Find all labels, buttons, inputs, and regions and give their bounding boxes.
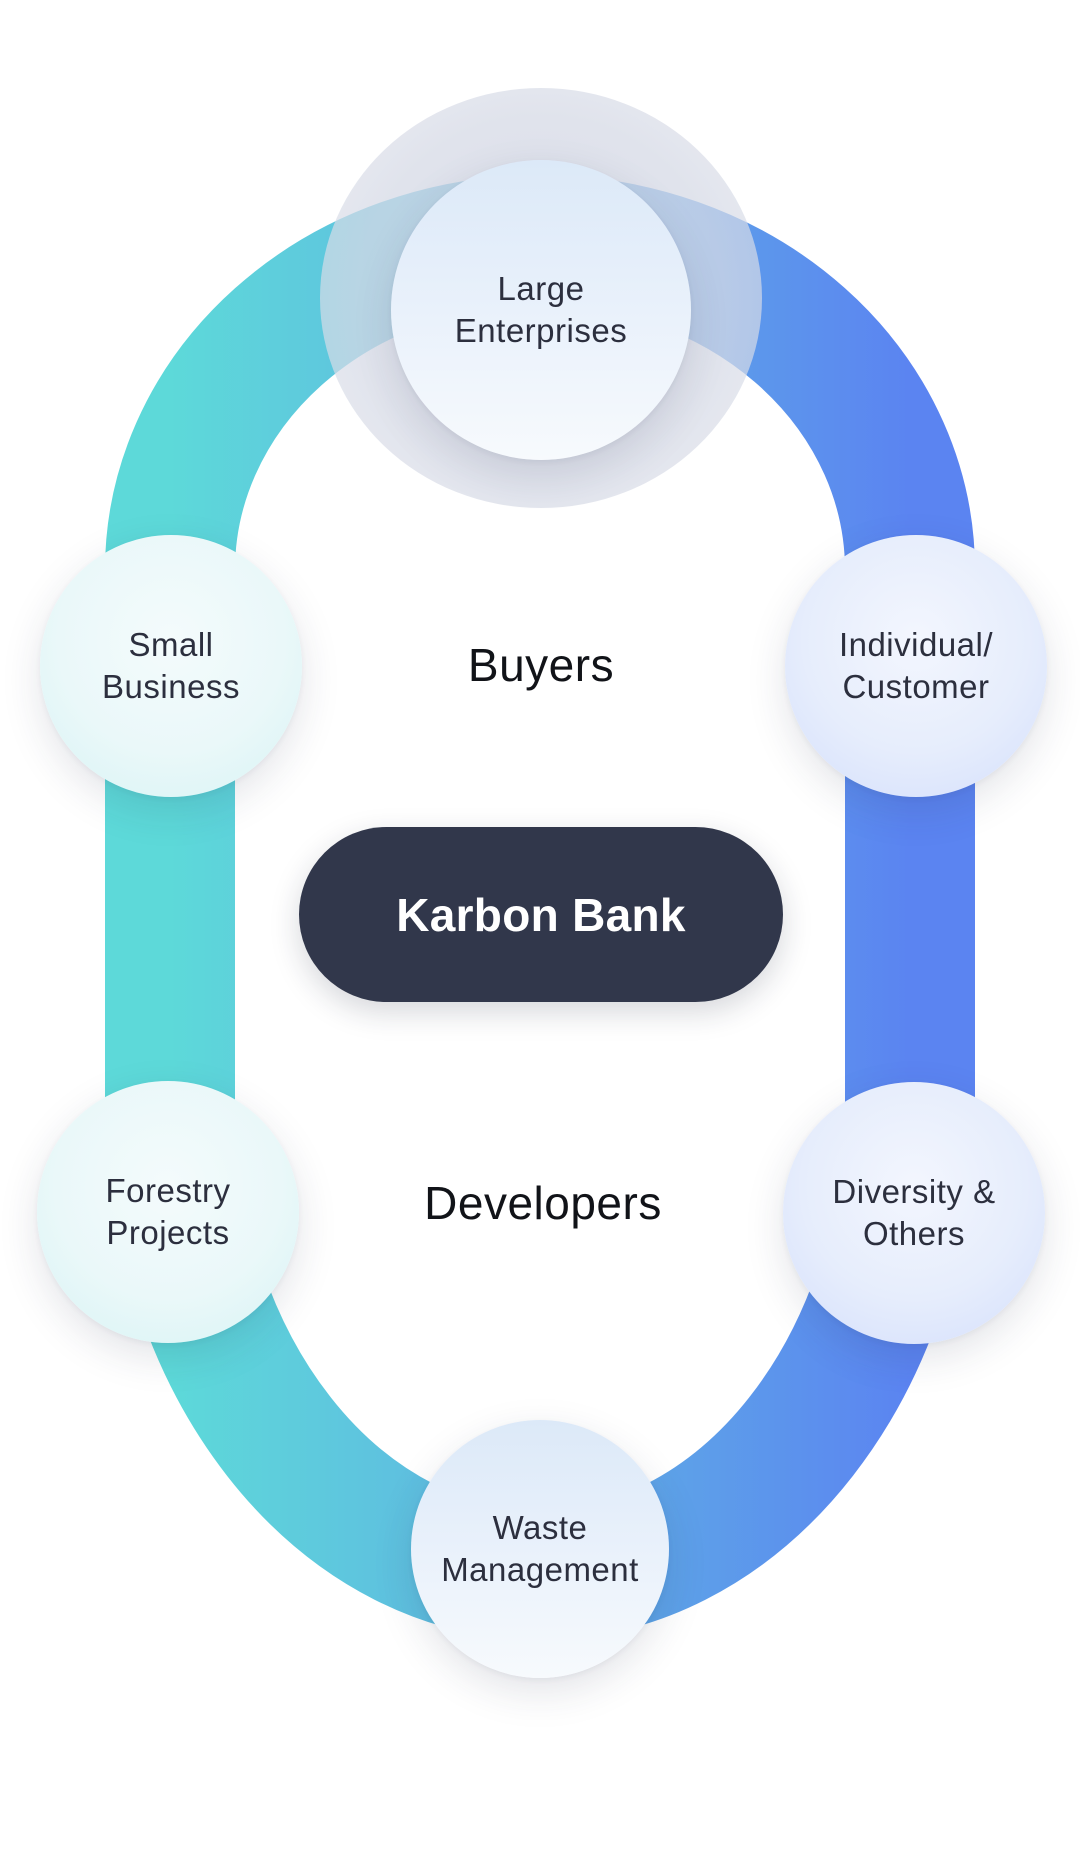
node-label: Individual/ Customer — [838, 626, 994, 705]
node-label: Diversity & Others — [832, 1173, 996, 1252]
node-label: Waste Management — [441, 1509, 639, 1588]
node-label: Forestry Projects — [105, 1172, 231, 1251]
node-waste-management[interactable]: Waste Management — [411, 1420, 669, 1678]
center-pill-label: Karbon Bank — [396, 888, 686, 941]
node-large-enterprises[interactable]: Large Enterprises — [391, 160, 691, 460]
node-small-business[interactable]: Small Business — [40, 535, 302, 797]
node-diversity-others[interactable]: Diversity & Others — [783, 1082, 1045, 1344]
node-forestry-projects[interactable]: Forestry Projects — [37, 1081, 299, 1343]
center-pill-karbon-bank[interactable]: Karbon Bank — [299, 827, 783, 1002]
section-label-buyers: Buyers — [467, 639, 615, 691]
section-label-developers: Developers — [424, 1177, 662, 1229]
node-label: Large Enterprises — [454, 270, 628, 349]
node-individual-customer[interactable]: Individual/ Customer — [785, 535, 1047, 797]
node-label: Small Business — [102, 626, 240, 705]
